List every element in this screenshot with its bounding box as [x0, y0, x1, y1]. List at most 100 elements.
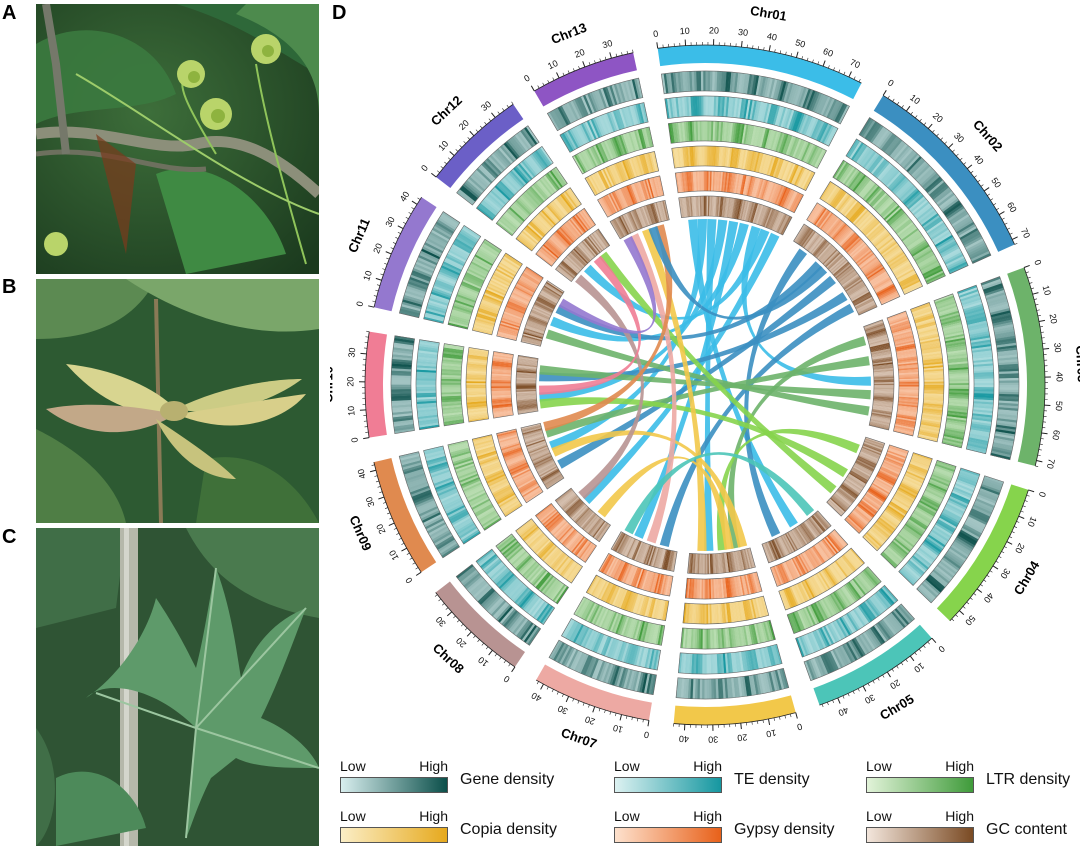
track-bin: [473, 171, 490, 187]
track-bin: [497, 329, 518, 337]
track-bin: [516, 370, 537, 374]
track-bin: [860, 217, 877, 233]
track-bin: [447, 440, 468, 447]
track-bin: [949, 495, 969, 507]
track-bin: [511, 468, 531, 480]
track-bin: [620, 616, 630, 636]
track-bin: [417, 356, 438, 361]
track-bin: [535, 214, 552, 231]
track-bin: [967, 516, 987, 528]
track-bin: [563, 647, 575, 667]
track-bin: [524, 267, 543, 281]
track-bin: [826, 595, 839, 614]
track-bin: [896, 181, 913, 198]
track-bin: [623, 107, 631, 128]
track-bin: [539, 575, 554, 593]
track-bin: [958, 287, 978, 297]
track-bin: [728, 652, 733, 673]
track-bin: [816, 600, 829, 620]
track-bin: [845, 201, 860, 218]
track-bin: [788, 613, 798, 633]
track-bin: [417, 350, 438, 355]
tick-mark: [801, 56, 803, 60]
track-bin: [845, 641, 858, 661]
track-bin: [997, 356, 1018, 362]
track-bin: [522, 486, 541, 499]
track-bin: [884, 136, 899, 154]
track-bin: [850, 609, 864, 628]
track-bin: [449, 447, 470, 455]
track-bin: [578, 626, 590, 646]
track-bin: [420, 509, 440, 521]
tick-mark: [396, 532, 400, 535]
track-bin: [429, 465, 449, 474]
track-bin: [531, 184, 546, 202]
track-bin: [401, 303, 422, 312]
tick-label: 30: [998, 567, 1012, 581]
track-bin: [918, 433, 938, 441]
track-bin: [801, 522, 815, 540]
track-bin: [716, 146, 720, 167]
track-bin: [783, 561, 794, 581]
track-bin: [442, 353, 463, 358]
tick-mark: [1018, 515, 1025, 519]
track-bin: [783, 189, 794, 209]
tick-mark: [485, 646, 489, 650]
track-bin: [901, 228, 919, 242]
track-bin: [948, 363, 969, 367]
track-bin: [535, 252, 553, 267]
track-bin: [647, 597, 655, 618]
track-bin: [887, 544, 905, 560]
track-bin: [774, 670, 782, 691]
track-bin: [824, 596, 837, 615]
track-bin: [755, 571, 763, 592]
track-bin: [720, 603, 725, 624]
track-bin: [884, 169, 900, 187]
track-bin: [588, 631, 599, 651]
track-bin: [704, 553, 707, 574]
track-bin: [450, 450, 471, 459]
track-bin: [687, 196, 691, 217]
track-bin: [884, 247, 902, 261]
track-bin: [703, 195, 706, 217]
track-bin: [818, 95, 829, 115]
track-bin: [552, 167, 567, 186]
track-bin: [948, 548, 967, 562]
track-bin: [797, 227, 811, 245]
track-bin: [608, 638, 618, 659]
track-bin: [659, 549, 666, 569]
track-bin: [901, 567, 918, 583]
track-bin: [919, 545, 937, 560]
track-bin: [573, 506, 589, 523]
track-bin: [418, 343, 439, 349]
track-bin: [517, 404, 538, 409]
track-bin: [862, 260, 881, 274]
track-bin: [737, 148, 743, 169]
track-bin: [947, 408, 968, 413]
track-bin: [781, 589, 791, 609]
track-bin: [481, 555, 499, 570]
track-bin: [813, 602, 825, 622]
track-bin: [985, 289, 1006, 299]
tick-axis: [1023, 267, 1046, 467]
track-bin: [923, 381, 944, 384]
track-bin: [391, 391, 412, 395]
track-bin: [709, 628, 713, 649]
track-bin: [889, 543, 906, 559]
track-bin: [544, 578, 559, 596]
track-bin: [484, 159, 501, 176]
track-bin: [434, 478, 454, 489]
track-bin: [747, 548, 755, 568]
track-bin: [491, 363, 512, 368]
track-bin: [486, 473, 506, 484]
track-bin: [881, 551, 898, 567]
track-bin: [930, 477, 950, 487]
track-bin: [857, 303, 876, 313]
track-bin: [842, 554, 857, 572]
track-bin: [895, 419, 916, 426]
track-bin: [708, 653, 712, 674]
track-bin: [921, 351, 942, 356]
track-bin: [476, 314, 496, 323]
track-bin: [678, 172, 683, 193]
track-bin: [545, 282, 563, 295]
